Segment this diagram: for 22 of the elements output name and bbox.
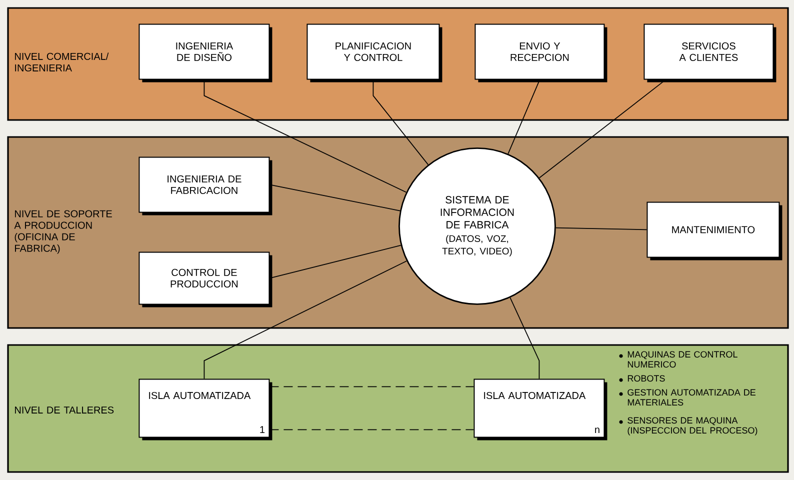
connector-line bbox=[269, 244, 402, 279]
connector-line bbox=[269, 184, 400, 212]
bullet-item: SENSORES DE MAQUINA (INSPECCION DEL PROCESO) bbox=[619, 417, 758, 436]
connector-line bbox=[510, 297, 540, 380]
connector-line bbox=[372, 79, 429, 166]
connector-line bbox=[538, 79, 666, 178]
process-box: MANTENIMIENTO bbox=[646, 202, 782, 260]
connector-line bbox=[269, 429, 474, 430]
process-box: PLANIFICACION Y CONTROL bbox=[306, 24, 442, 82]
connector-line bbox=[204, 79, 407, 193]
process-box: INGENIERIA DE FABRICACION bbox=[138, 156, 272, 216]
connector-line bbox=[269, 386, 474, 388]
process-box: SERVICIOS A CLIENTES bbox=[644, 24, 776, 82]
bullet-item: GESTION AUTOMATIZADA DE MATERIALES bbox=[619, 389, 756, 406]
process-box: CONTROL DE PRODUCCION bbox=[138, 252, 272, 308]
connector-line bbox=[204, 260, 408, 380]
bullet-item: ROBOTS bbox=[619, 375, 665, 382]
process-box: ENVIO Y RECEPCION bbox=[474, 24, 608, 82]
bullet-item: MAQUINAS DE CONTROL NUMERICO bbox=[619, 351, 738, 368]
connector-line bbox=[555, 227, 648, 230]
process-box: INGENIERIA DE DISEÑO bbox=[138, 24, 272, 82]
connector-line bbox=[508, 79, 540, 154]
